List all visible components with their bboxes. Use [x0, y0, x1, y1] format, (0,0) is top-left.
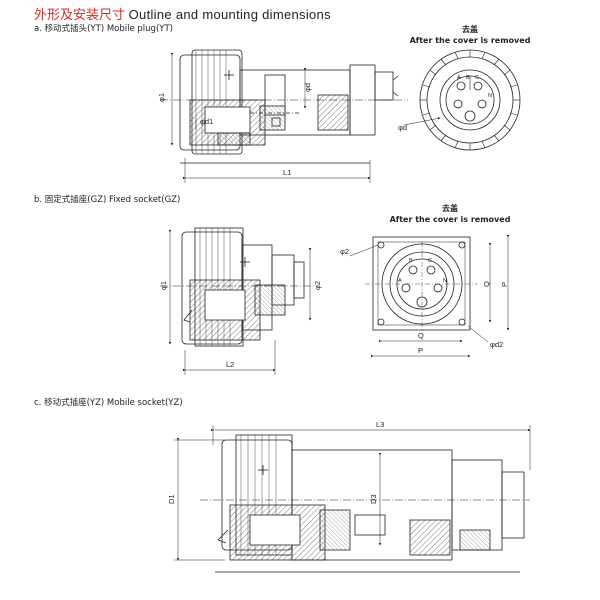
dim-phid-front-a: φd	[398, 123, 407, 132]
dim-phi2-flange: φ2	[340, 247, 349, 256]
mobile-socket-side-view	[200, 434, 530, 573]
plug-side-view	[160, 49, 408, 164]
cover-caption-b: 去盖 After the cover is removed	[370, 203, 530, 225]
dim-P-bottom: P	[418, 346, 423, 355]
cover-caption-a-en: After the cover is removed	[409, 36, 531, 45]
dim-phid1-a: φd1	[200, 117, 213, 126]
pin-B-a: B	[466, 75, 470, 81]
dim-phid-a: φd	[303, 83, 312, 92]
page-title: 外形及安装尺寸 Outline and mounting dimensions	[34, 4, 331, 23]
dim-phi1-b: φ1	[159, 281, 168, 290]
pin-C-b: C	[428, 258, 432, 264]
socket-dimension-lines	[168, 230, 312, 375]
dim-L2: L2	[226, 360, 234, 369]
title-chinese: 外形及安装尺寸	[34, 8, 126, 23]
dim-phi1-a: φ1	[157, 93, 166, 102]
dim-L1: L1	[283, 168, 291, 177]
flange-dimension-lines	[349, 235, 510, 358]
pin-N-a: N	[488, 93, 492, 99]
pin-A-b: A	[398, 278, 402, 284]
pin-B-b: B	[409, 258, 413, 264]
dim-P-right: P	[500, 282, 509, 287]
cover-caption-a: 去盖 After the cover is removed	[395, 24, 545, 46]
dim-L3: L3	[376, 420, 384, 429]
section-a-label: a. 移动式插头(YT) Mobile plug(YT)	[34, 24, 173, 34]
dim-Q-bottom: Q	[418, 331, 424, 340]
socket-side-view	[160, 227, 318, 347]
cover-caption-b-cn: 去盖	[442, 204, 458, 213]
dim-Q-right: Q	[482, 281, 491, 287]
pin-C-a: C	[475, 75, 479, 81]
mobile-socket-dimension-lines	[174, 425, 531, 561]
section-b-label: b. 固定式插座(GZ) Fixed socket(GZ)	[34, 195, 181, 205]
pin-A-a: A	[457, 75, 461, 81]
socket-front-view	[365, 236, 478, 331]
dim-phi2-b: φ2	[313, 281, 322, 290]
dim-D1: D1	[167, 494, 176, 504]
title-english: Outline and mounting dimensions	[128, 7, 331, 22]
pin-N-b: N	[443, 278, 447, 284]
dim-D3: D3	[369, 494, 378, 504]
plug-dimension-lines	[170, 53, 371, 183]
section-c-label: c. 移动式插座(YZ) Mobile socket(YZ)	[34, 398, 183, 408]
cover-caption-b-en: After the cover is removed	[389, 215, 511, 224]
plug-front-view	[403, 49, 521, 151]
dim-phid2: φd2	[490, 340, 503, 349]
cover-caption-a-cn: 去盖	[462, 25, 478, 34]
